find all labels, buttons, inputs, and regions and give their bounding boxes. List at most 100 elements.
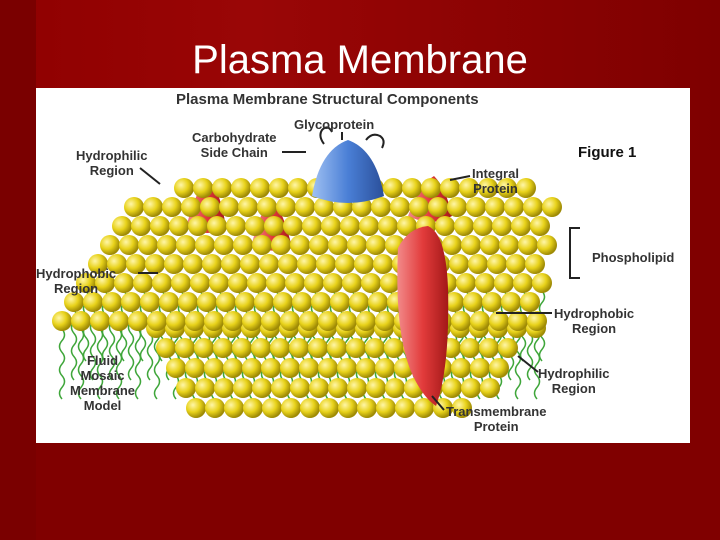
hydrophilic-bottom-label-line2: Region bbox=[551, 381, 596, 396]
phospholipid-head bbox=[114, 273, 134, 293]
phospholipid-head bbox=[159, 292, 179, 312]
leader-lines bbox=[138, 132, 580, 411]
phospholipid-head bbox=[356, 311, 376, 331]
phospholipid-head bbox=[100, 235, 120, 255]
phospholipid-head bbox=[133, 273, 153, 293]
fluid-mosaic-label-line1: Fluid bbox=[86, 353, 119, 368]
phospholipid-head bbox=[90, 311, 110, 331]
phospholipid-head bbox=[270, 338, 290, 358]
phospholipid-head bbox=[292, 292, 312, 312]
phospholipid-head bbox=[195, 378, 215, 398]
phospholipid-head bbox=[354, 254, 374, 274]
phospholipid-head bbox=[378, 216, 398, 236]
phospholipid-head bbox=[95, 273, 115, 293]
phospholipid-head bbox=[297, 254, 317, 274]
phospholipid-label: Phospholipid bbox=[592, 250, 675, 265]
glycoprotein-label: Glycoprotein bbox=[294, 117, 375, 132]
phospholipid-head bbox=[409, 197, 429, 217]
phospholipid-head bbox=[525, 254, 545, 274]
phospholipid-head bbox=[181, 197, 201, 217]
glycoprotein bbox=[312, 140, 384, 203]
phospholipid-head bbox=[428, 197, 448, 217]
phospholipid-head bbox=[375, 311, 395, 331]
phospholipid-head bbox=[523, 197, 543, 217]
phospholipid-head bbox=[109, 311, 129, 331]
phospholipid-head bbox=[223, 311, 243, 331]
phospholipid-head bbox=[337, 358, 357, 378]
phospholipid-head bbox=[197, 292, 217, 312]
phospholipid-head bbox=[271, 378, 291, 398]
phospholipid-head bbox=[266, 273, 286, 293]
phospholipid-head bbox=[83, 292, 103, 312]
phospholipid-head bbox=[309, 235, 329, 255]
phospholipid-head bbox=[373, 254, 393, 274]
phospholipid-head bbox=[359, 216, 379, 236]
phospholipid-head bbox=[318, 311, 338, 331]
phospholipid-head bbox=[238, 197, 258, 217]
phospholipid-head bbox=[264, 216, 284, 236]
hydrophilic-top-label: Hydrophilic Region bbox=[76, 148, 148, 178]
integral-protein-label-line1: Integral bbox=[472, 166, 519, 181]
carbohydrate-label-line1: Carbohydrate bbox=[192, 130, 277, 145]
phospholipid-head bbox=[250, 178, 270, 198]
phospholipid-head bbox=[185, 311, 205, 331]
phospholipid-head bbox=[128, 311, 148, 331]
phospholipid-head bbox=[233, 378, 253, 398]
phospholipid-tail bbox=[134, 328, 142, 400]
figure-title: Plasma Membrane Structural Components bbox=[176, 91, 479, 108]
phospholipid-head bbox=[121, 292, 141, 312]
phospholipid-head bbox=[152, 273, 172, 293]
hydrophobic-right-label: Hydrophobic Region bbox=[554, 306, 634, 336]
phospholipid-head bbox=[145, 254, 165, 274]
carbohydrate-label-line2: Side Chain bbox=[200, 145, 268, 160]
phospholipid-head bbox=[131, 216, 151, 236]
integral-protein-label: Integral Protein bbox=[472, 166, 519, 196]
phospholipid-head bbox=[319, 398, 339, 418]
phospholipid-head bbox=[368, 292, 388, 312]
phospholipid-tail bbox=[77, 328, 85, 400]
phospholipid-head bbox=[185, 358, 205, 378]
phospholipid-head bbox=[164, 254, 184, 274]
phospholipid-head bbox=[138, 235, 158, 255]
phospholipid-head bbox=[480, 378, 500, 398]
phospholipid-head bbox=[176, 235, 196, 255]
phospholipid-head bbox=[224, 398, 244, 418]
phospholipid-head bbox=[299, 311, 319, 331]
phospholipid-head bbox=[226, 216, 246, 236]
phospholipid-head bbox=[283, 216, 303, 236]
phospholipid-head bbox=[245, 216, 265, 236]
phospholipid-head bbox=[456, 273, 476, 293]
phospholipid-head bbox=[314, 197, 334, 217]
phospholipid-head bbox=[337, 311, 357, 331]
phospholipid-head bbox=[504, 197, 524, 217]
phospholipid-head bbox=[475, 273, 495, 293]
phospholipid-head bbox=[281, 398, 301, 418]
fluid-mosaic-label-line3: Membrane bbox=[70, 383, 136, 398]
phospholipid-head bbox=[308, 338, 328, 358]
phospholipid-head bbox=[252, 378, 272, 398]
phospholipid-head bbox=[461, 235, 481, 255]
phospholipid-head bbox=[384, 338, 404, 358]
fluid-mosaic-label-line4: Model bbox=[83, 398, 122, 413]
phospholipid-head bbox=[489, 358, 509, 378]
phospholipid-head bbox=[335, 254, 355, 274]
phospholipid-head bbox=[276, 197, 296, 217]
phospholipid-head bbox=[361, 273, 381, 293]
phospholipid-head bbox=[309, 378, 329, 398]
transmembrane-protein-label-line2: Protein bbox=[473, 419, 519, 434]
hydrophobic-left-label-line2: Region bbox=[54, 281, 99, 296]
phospholipid-head bbox=[470, 358, 490, 378]
phospholipid-head bbox=[214, 235, 234, 255]
phospholipid-head bbox=[442, 235, 462, 255]
phospholipid-head bbox=[183, 254, 203, 274]
slide-left-bar bbox=[0, 0, 36, 540]
phospholipid-tail bbox=[96, 328, 104, 400]
phospholipid-head bbox=[499, 235, 519, 255]
hydrophilic-bottom-label: Hydrophilic Region bbox=[538, 366, 610, 396]
phospholipid-head bbox=[349, 292, 369, 312]
phospholipid-head bbox=[366, 235, 386, 255]
phospholipid-tail bbox=[153, 328, 161, 400]
integral-protein-label-line2: Protein bbox=[473, 181, 518, 196]
transmembrane-protein-label: Transmembrane Protein bbox=[446, 404, 546, 434]
phospholipid-head bbox=[395, 398, 415, 418]
